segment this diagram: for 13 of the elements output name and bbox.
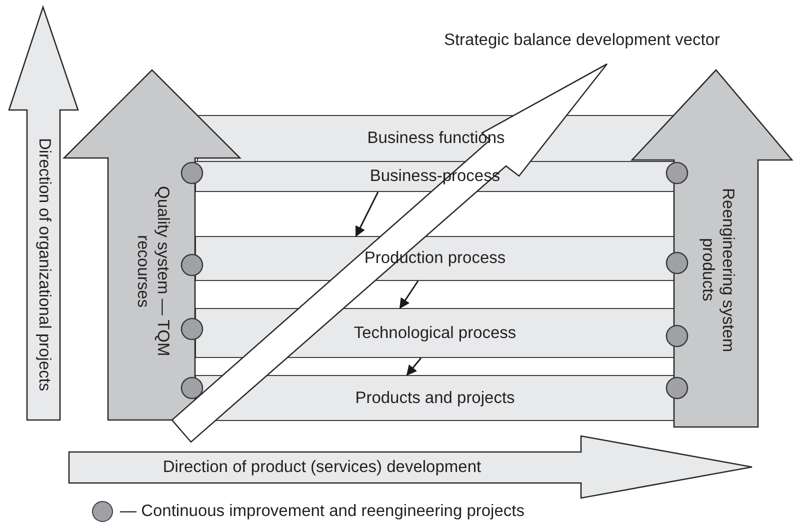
arrow — [399, 280, 419, 309]
arrow-label: Direction of organizational projects — [34, 137, 54, 394]
band-label: Technological process — [354, 324, 516, 342]
arrow-label: Quality system — TQM recourses — [133, 184, 173, 358]
arrow-label: Strategic balance development vector — [442, 30, 722, 52]
band-label: Products and projects — [355, 388, 515, 408]
process-band — [195, 375, 675, 421]
arrow — [406, 358, 422, 376]
arrow-label: Direction of product (services) development — [162, 457, 482, 478]
legend-text: — Continuous improvement and reengineering projects — [120, 502, 524, 521]
process-band — [195, 236, 675, 281]
arrow-label: Reengineering system products — [698, 186, 738, 354]
arrow — [355, 192, 379, 237]
